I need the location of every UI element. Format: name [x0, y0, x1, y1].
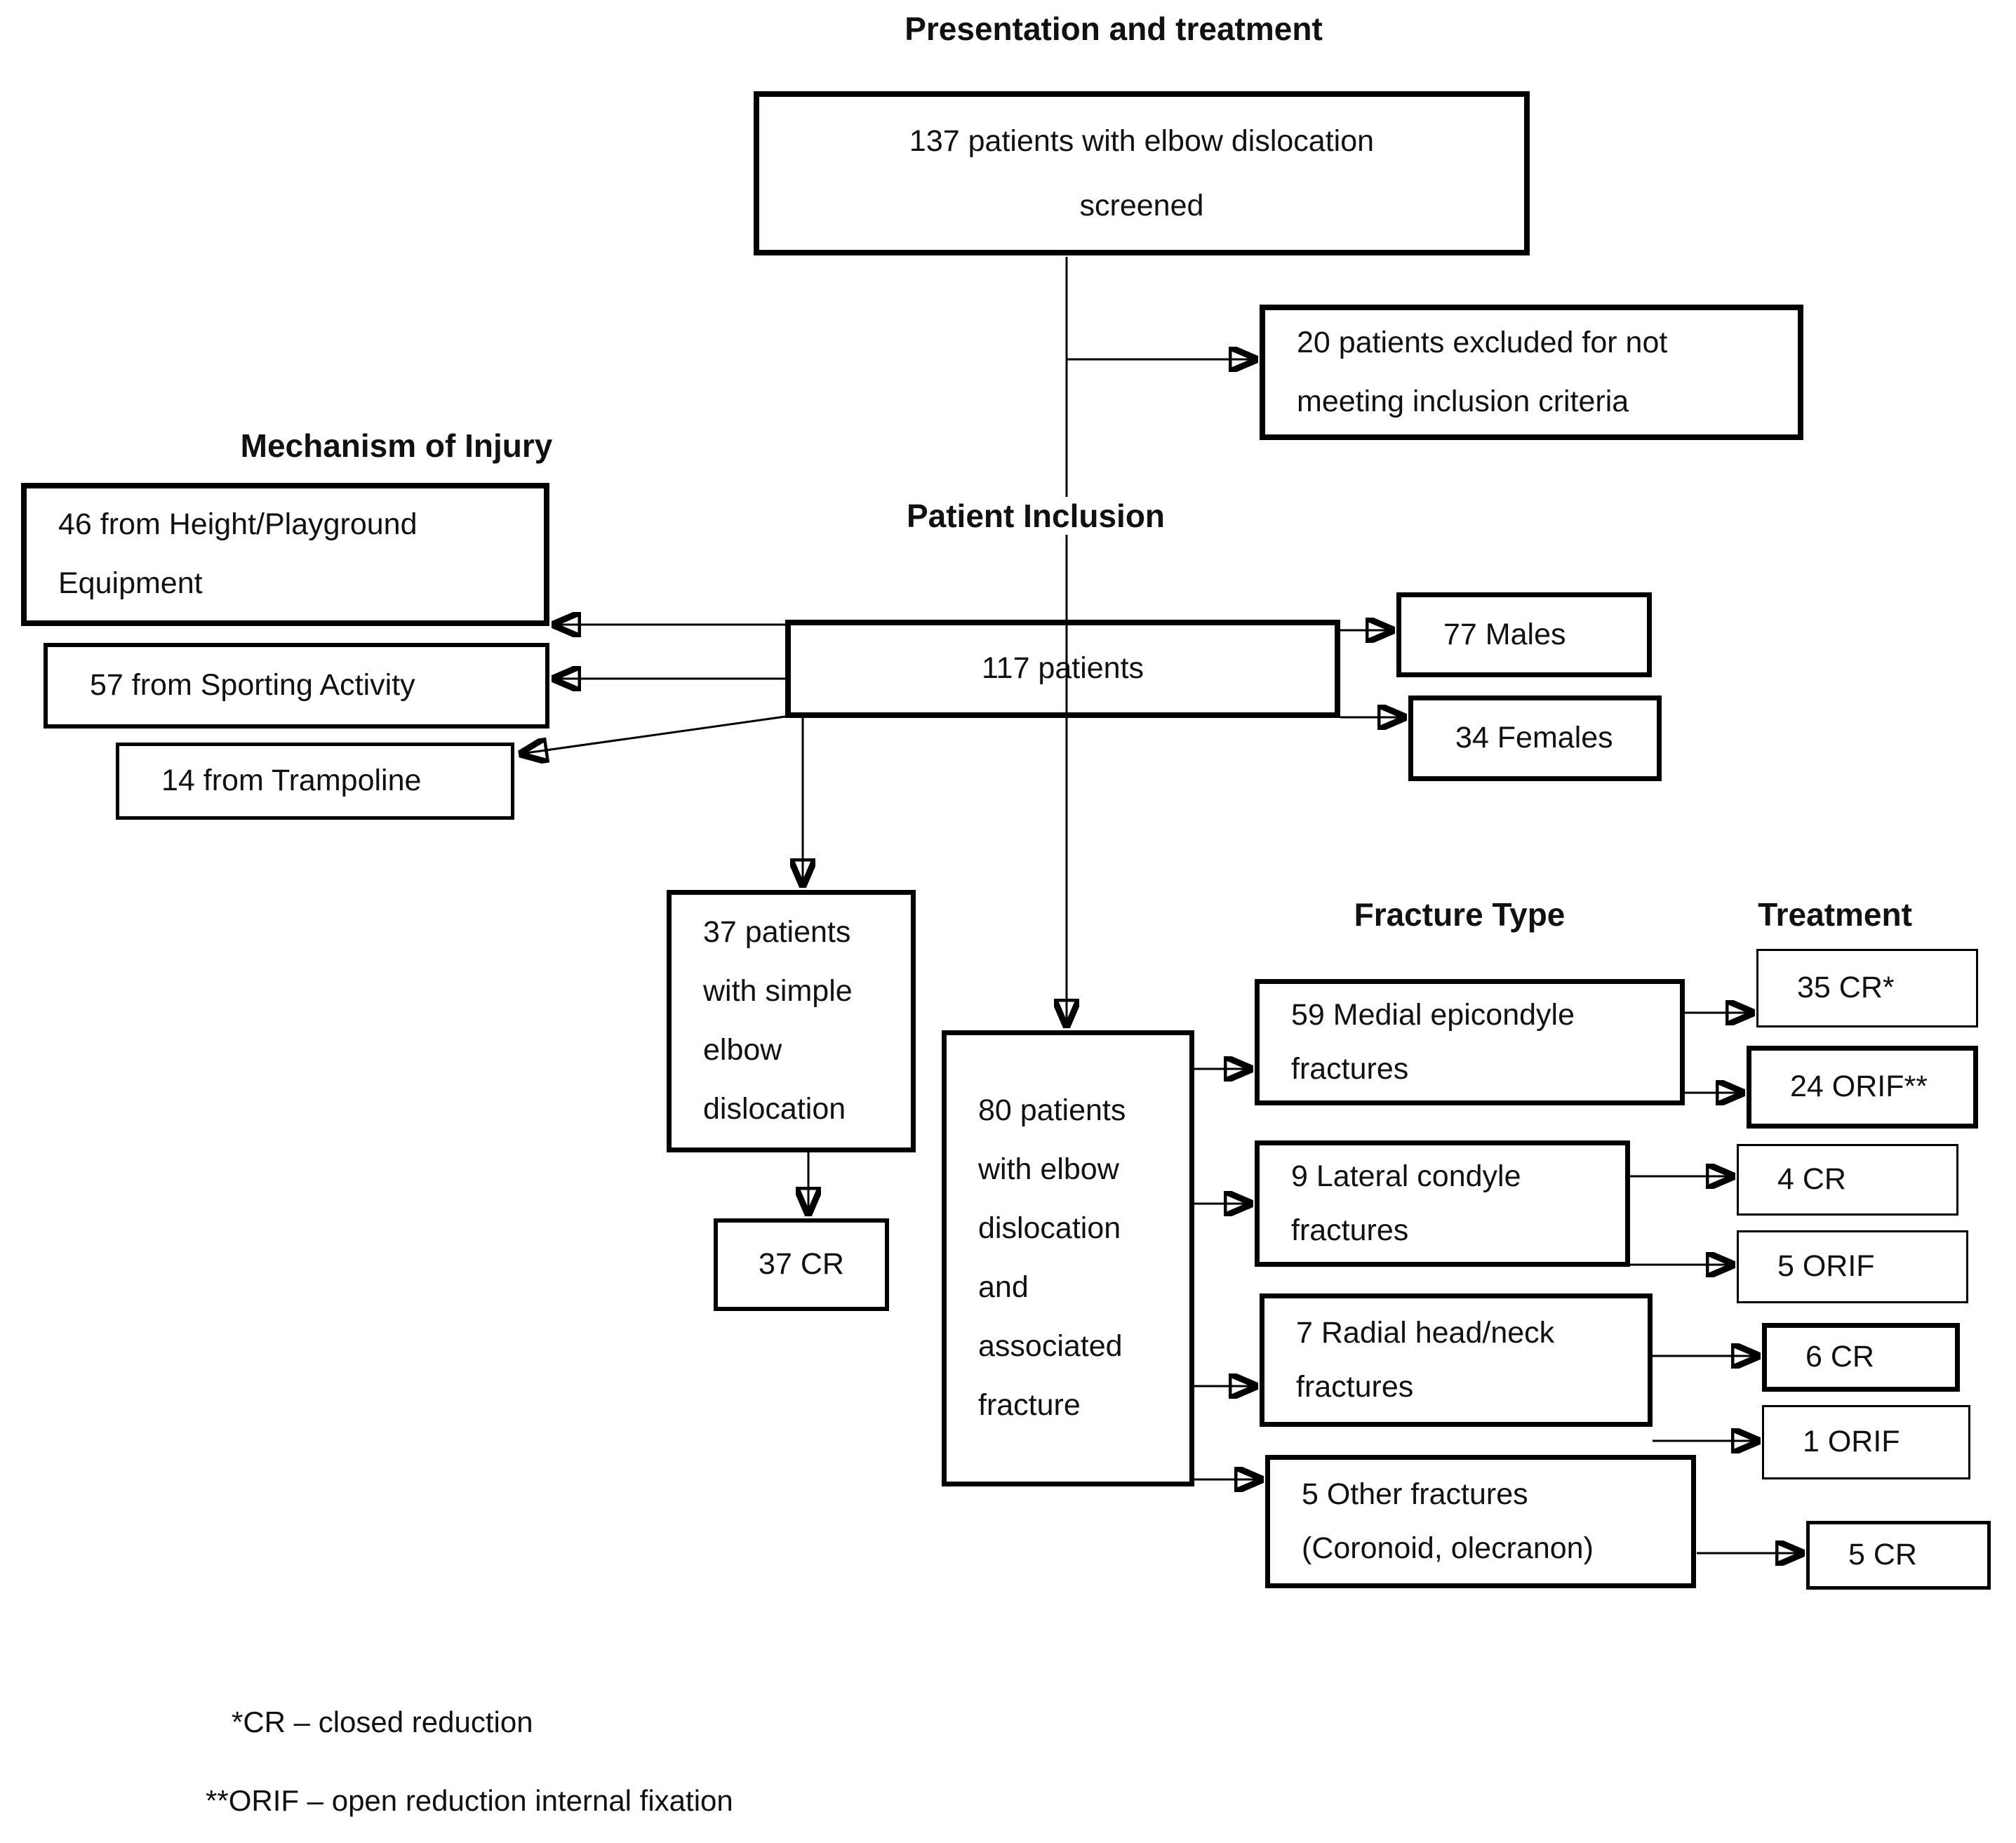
node-other-fractures-label: 5 Other fractures (Coronoid, olecranon): [1302, 1477, 1594, 1565]
node-simple-cr-label: 37 CR: [759, 1247, 844, 1282]
header-treatment: Treatment: [1726, 896, 1944, 933]
node-radial-head-neck-label: 7 Radial head/neck fractures: [1296, 1315, 1555, 1404]
node-excluded: 20 patients excluded for not meeting inc…: [1260, 305, 1803, 440]
node-simple-cr: 37 CR: [714, 1218, 889, 1311]
node-lateral-orif-label: 5 ORIF: [1777, 1249, 1875, 1284]
node-radial-head-neck: 7 Radial head/neck fractures: [1260, 1293, 1653, 1427]
node-mechanism-trampoline-label: 14 from Trampoline: [161, 764, 422, 798]
node-included-117: 117 patients: [785, 620, 1340, 718]
node-mechanism-sporting-activity: 57 from Sporting Activity: [44, 643, 549, 728]
header-fracture-type: Fracture Type: [1319, 896, 1600, 933]
node-other-cr: 5 CR: [1806, 1521, 1991, 1590]
node-mechanism-height-playground: 46 from Height/Playground Equipment: [21, 483, 549, 626]
node-dislocation-fracture: 80 patients with elbow dislocation and a…: [942, 1030, 1194, 1486]
node-simple-dislocation: 37 patients with simple elbow dislocatio…: [667, 890, 916, 1152]
node-lateral-orif: 5 ORIF: [1737, 1230, 1968, 1303]
node-screened-label: 137 patients with elbow dislocation scre…: [909, 124, 1375, 222]
node-lateral-cr: 4 CR: [1737, 1144, 1958, 1216]
footnote-orif: **ORIF – open reduction internal fixatio…: [206, 1784, 733, 1817]
arrow-to-mech-trampoline: [521, 715, 786, 754]
node-radial-cr: 6 CR: [1762, 1323, 1960, 1392]
node-radial-orif: 1 ORIF: [1762, 1405, 1970, 1479]
node-mechanism-trampoline: 14 from Trampoline: [116, 743, 514, 820]
title-presentation-and-treatment: Presentation and treatment: [815, 10, 1412, 48]
node-other-fractures: 5 Other fractures (Coronoid, olecranon): [1265, 1455, 1696, 1588]
node-radial-cr-label: 6 CR: [1805, 1340, 1874, 1374]
header-patient-inclusion: Patient Inclusion: [881, 497, 1190, 535]
node-screened: 137 patients with elbow dislocation scre…: [754, 91, 1530, 255]
node-females-label: 34 Females: [1455, 721, 1613, 755]
node-medial-orif: 24 ORIF**: [1747, 1046, 1978, 1129]
node-medial-cr-label: 35 CR*: [1797, 971, 1895, 1005]
node-medial-orif-label: 24 ORIF**: [1790, 1070, 1928, 1104]
node-other-cr-label: 5 CR: [1848, 1538, 1917, 1572]
node-medial-cr: 35 CR*: [1756, 949, 1978, 1027]
node-females: 34 Females: [1408, 696, 1662, 781]
node-lateral-condyle-label: 9 Lateral condyle fractures: [1291, 1159, 1521, 1247]
node-excluded-label: 20 patients excluded for not meeting inc…: [1297, 325, 1668, 418]
node-included-117-label: 117 patients: [981, 651, 1144, 686]
node-medial-epicondyle: 59 Medial epicondyle fractures: [1255, 979, 1685, 1105]
node-dislocation-fracture-label: 80 patients with elbow dislocation and a…: [978, 1093, 1126, 1422]
node-simple-dislocation-label: 37 patients with simple elbow dislocatio…: [703, 915, 853, 1126]
node-males: 77 Males: [1396, 592, 1652, 677]
footnote-cr: *CR – closed reduction: [232, 1705, 533, 1738]
node-males-label: 77 Males: [1443, 617, 1566, 651]
node-lateral-condyle: 9 Lateral condyle fractures: [1255, 1140, 1630, 1267]
header-mechanism-of-injury: Mechanism of Injury: [172, 427, 621, 465]
node-medial-epicondyle-label: 59 Medial epicondyle fractures: [1291, 997, 1575, 1086]
node-lateral-cr-label: 4 CR: [1777, 1162, 1846, 1197]
node-radial-orif-label: 1 ORIF: [1803, 1425, 1900, 1459]
node-mechanism-sporting-activity-label: 57 from Sporting Activity: [90, 668, 415, 703]
node-mechanism-height-playground-label: 46 from Height/Playground Equipment: [58, 507, 418, 600]
